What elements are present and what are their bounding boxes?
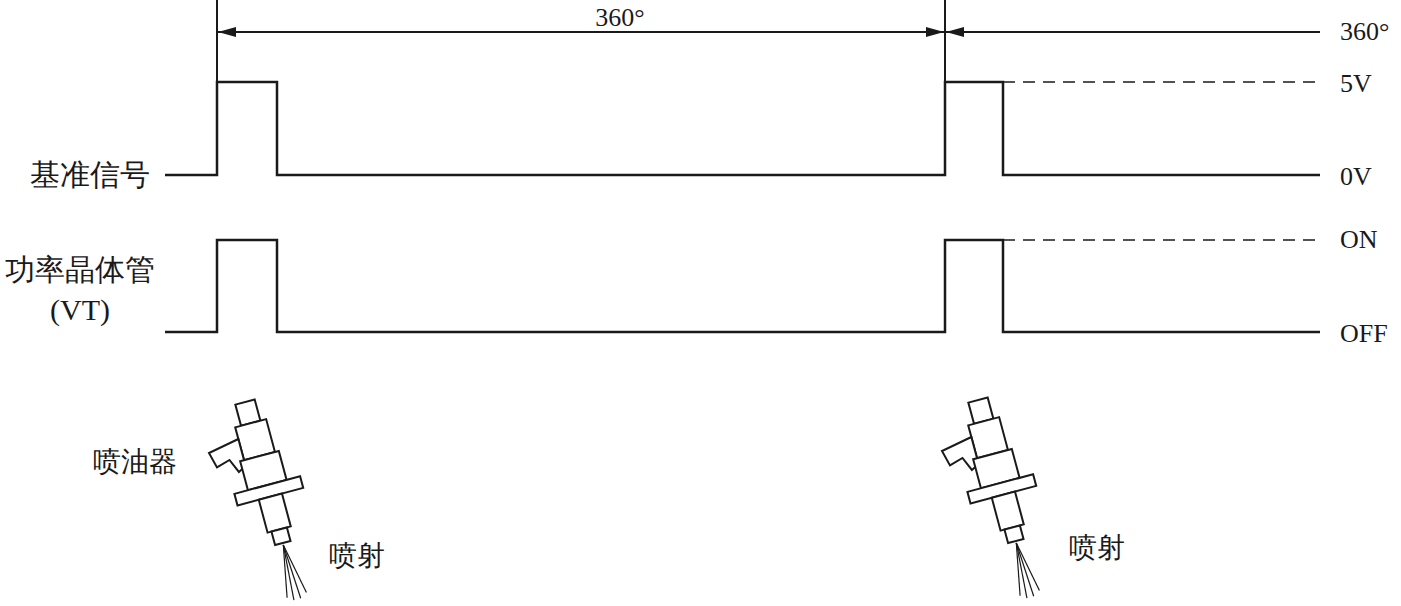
level-label: 5V xyxy=(1340,68,1372,99)
signal-name: 功率晶体管 (VT) xyxy=(3,250,157,330)
part-name: 喷油器 xyxy=(93,445,177,479)
part-name: 喷射 xyxy=(1069,531,1125,565)
level-on-dash xyxy=(1003,239,1322,241)
extension-line xyxy=(216,0,218,82)
part-name: 喷射 xyxy=(329,539,385,573)
level-label: ON xyxy=(1340,224,1378,255)
reference-signal-wave xyxy=(165,82,1320,175)
signal-name: 基准信号 xyxy=(30,157,150,193)
level-label: 0V xyxy=(1340,161,1372,192)
dimension-line xyxy=(945,31,1320,33)
arrowhead xyxy=(926,27,944,37)
dimension-label: 360° xyxy=(595,2,644,33)
arrowhead xyxy=(218,27,236,37)
dimension-label: 360° xyxy=(1340,16,1389,47)
transistor-wave xyxy=(165,240,1320,332)
dashed-levels xyxy=(1003,82,1322,240)
waveforms xyxy=(165,82,1320,332)
level-5v-dash xyxy=(1003,81,1322,83)
injector-figure xyxy=(932,391,1064,606)
level-label: OFF xyxy=(1340,318,1388,349)
injector-figure xyxy=(199,393,331,606)
extension-line xyxy=(944,0,946,82)
dimension-lines xyxy=(217,0,1320,82)
arrowhead xyxy=(946,27,964,37)
arrowheads xyxy=(218,27,964,37)
dimension-line xyxy=(217,31,945,33)
